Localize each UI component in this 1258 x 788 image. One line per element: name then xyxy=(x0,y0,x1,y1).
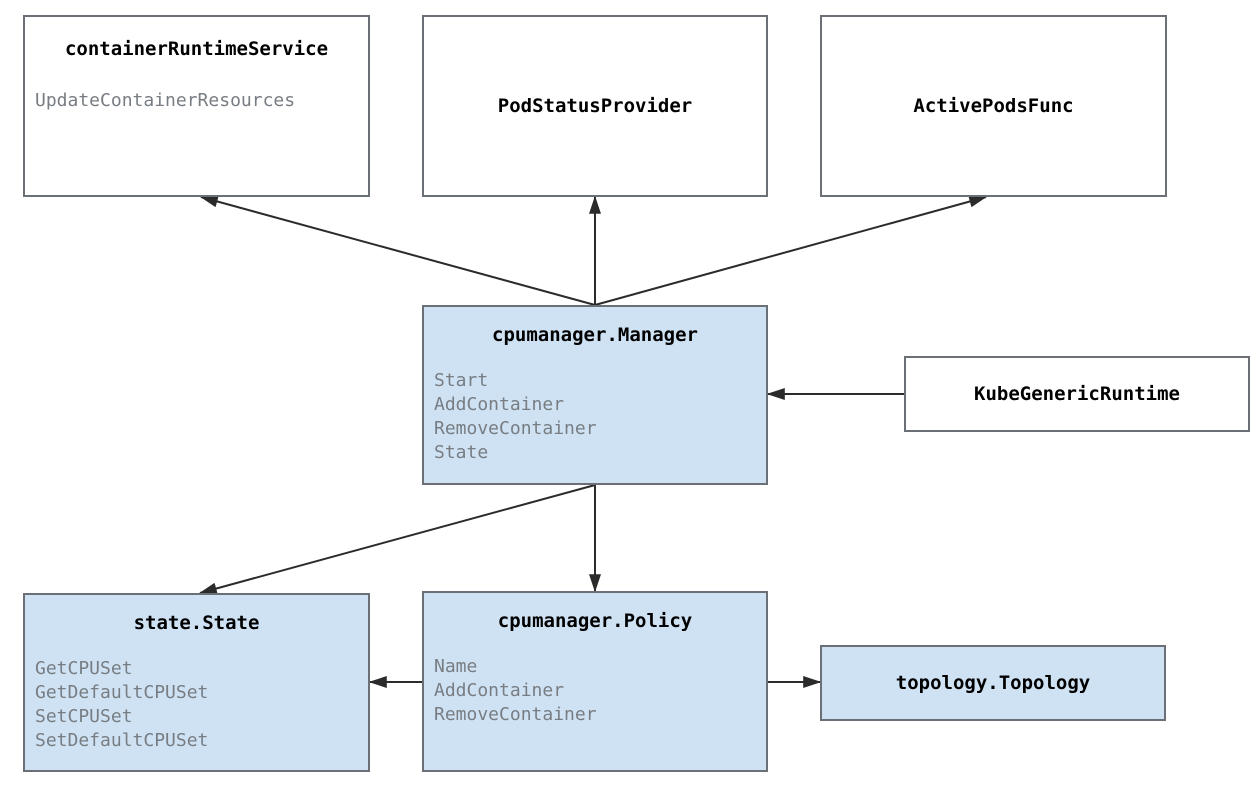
class-node-title: KubeGenericRuntime xyxy=(974,383,1180,405)
class-node-method: RemoveContainer xyxy=(434,418,597,439)
class-node-title: state.State xyxy=(133,612,260,634)
edge-manager-to-activePodsFunc xyxy=(594,195,988,306)
class-node-method: AddContainer xyxy=(434,394,565,415)
class-node-method: UpdateContainerResources xyxy=(35,90,296,111)
class-node-topologyTopology[interactable]: topology.Topology xyxy=(820,645,1166,721)
class-node-title: topology.Topology xyxy=(895,672,1091,694)
class-node-title: PodStatusProvider xyxy=(497,95,693,117)
class-node-method: SetDefaultCPUSet xyxy=(35,730,209,751)
class-node-method: GetCPUSet xyxy=(35,658,133,679)
class-node-kubeGenericRuntime[interactable]: KubeGenericRuntime xyxy=(904,356,1250,432)
class-node-method-list: UpdateContainerResources xyxy=(35,89,362,113)
class-node-method: AddContainer xyxy=(434,680,565,701)
class-node-method: GetDefaultCPUSet xyxy=(35,682,209,703)
class-node-title: cpumanager.Policy xyxy=(497,610,693,632)
class-node-method: State xyxy=(434,442,489,463)
class-node-title: ActivePodsFunc xyxy=(913,95,1074,117)
class-node-title: containerRuntimeService xyxy=(64,38,329,60)
class-node-method: Name xyxy=(434,656,478,677)
class-node-method: RemoveContainer xyxy=(434,704,597,725)
class-node-title: cpumanager.Manager xyxy=(492,324,698,346)
class-node-method: Start xyxy=(434,370,489,391)
class-node-podStatusProvider[interactable]: PodStatusProvider xyxy=(422,15,768,197)
class-node-method: SetCPUSet xyxy=(35,706,133,727)
edge-manager-to-stateState xyxy=(198,484,596,595)
edge-manager-to-containerRuntimeService xyxy=(199,195,596,306)
class-node-activePodsFunc[interactable]: ActivePodsFunc xyxy=(820,15,1167,197)
